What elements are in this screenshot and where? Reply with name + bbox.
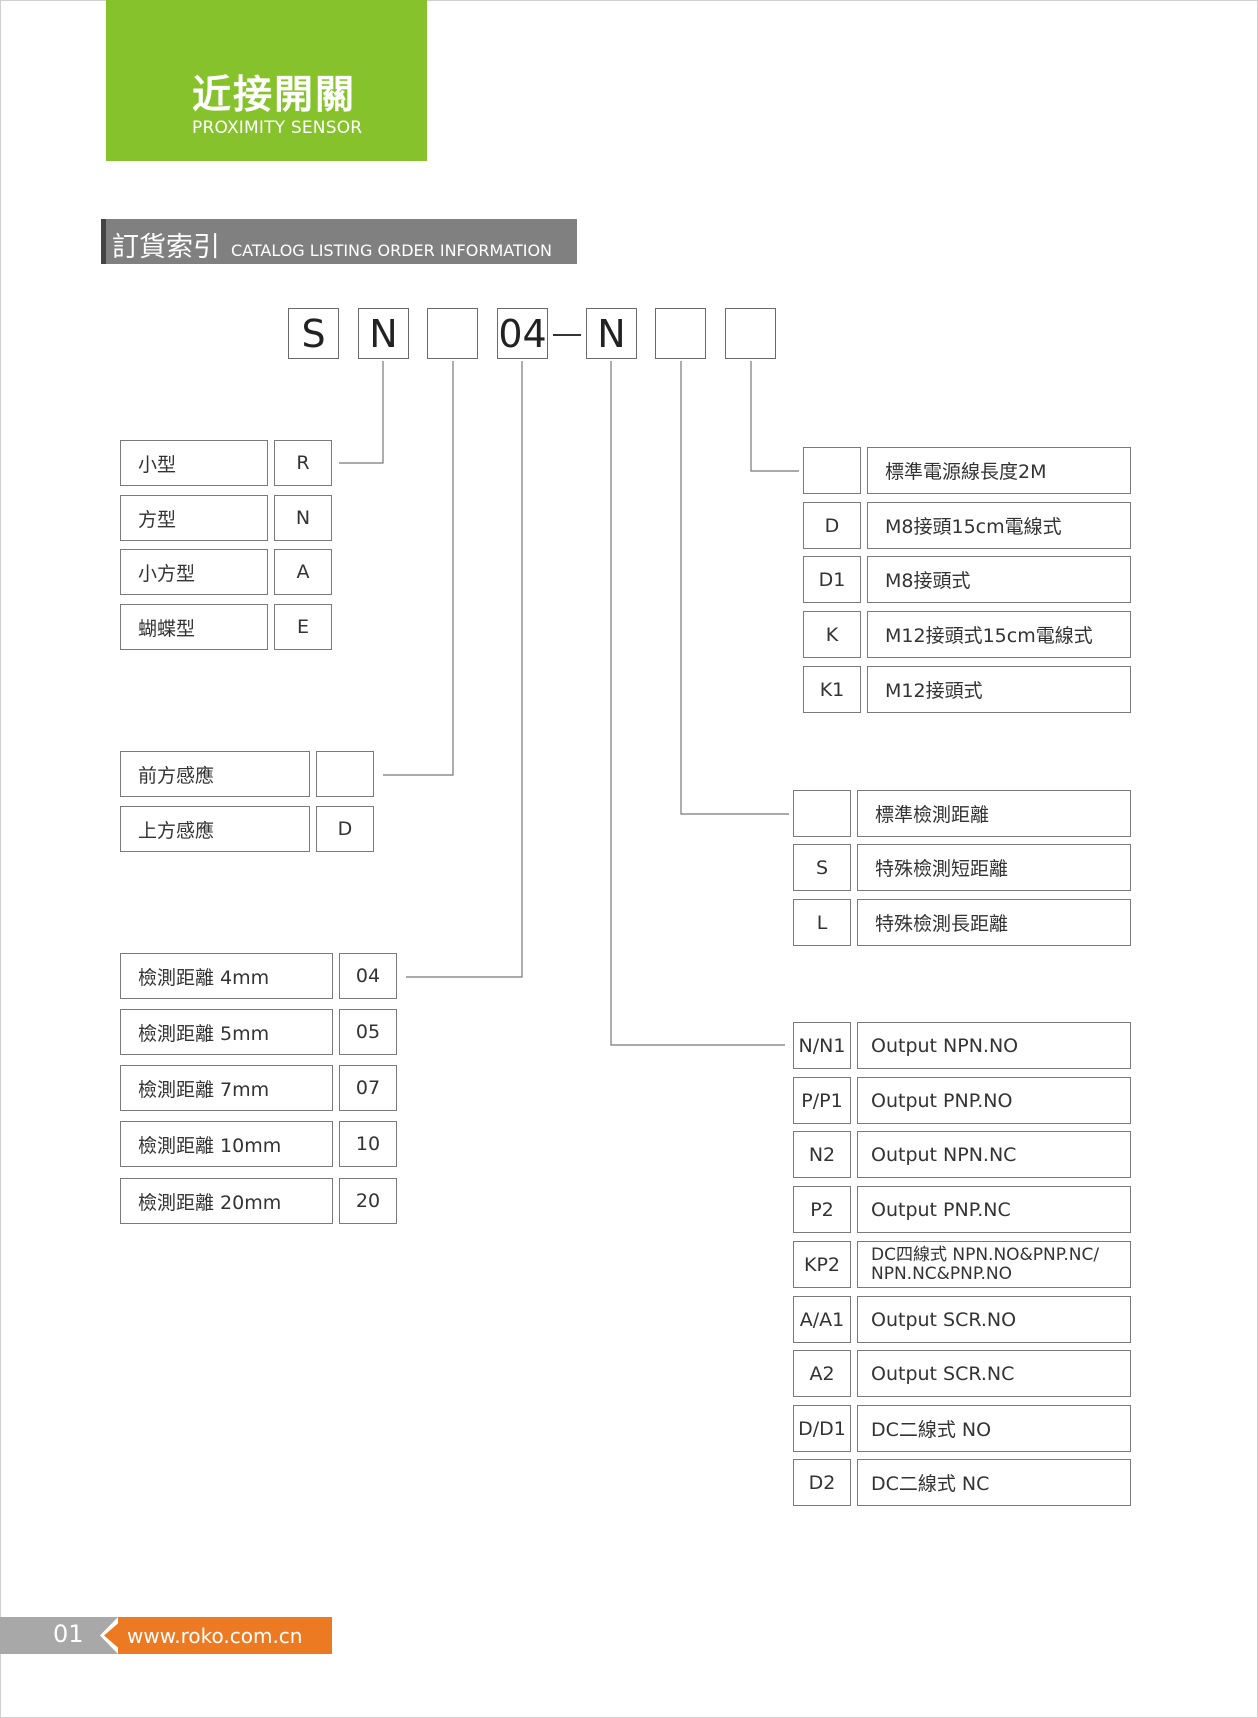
- code-dash: [553, 334, 581, 336]
- header-title-en: PROXIMITY SENSOR: [192, 118, 363, 138]
- code-box-sensing-face: [427, 308, 478, 359]
- detect-range-code: S: [793, 844, 851, 891]
- detect-range-label: 標準檢測距離: [857, 790, 1131, 837]
- header-title-zh: 近接開關: [192, 73, 357, 118]
- output-label: Output PNP.NC: [857, 1186, 1131, 1233]
- code-box-distance: 04: [497, 308, 548, 359]
- output-label: Output SCR.NO: [857, 1296, 1131, 1343]
- code-box-series: S: [288, 308, 339, 359]
- distance-code: 05: [339, 1009, 397, 1055]
- connection-label: M12接頭式: [867, 666, 1131, 713]
- code-box-output: N: [586, 308, 637, 359]
- connection-label: M12接頭式15cm電線式: [867, 611, 1131, 658]
- output-code: N2: [793, 1131, 851, 1178]
- sensing-face-code: [316, 751, 374, 797]
- sensing-face-label: 上方感應: [120, 806, 310, 852]
- output-code: P2: [793, 1186, 851, 1233]
- distance-label: 檢測距離 10mm: [120, 1121, 333, 1167]
- chevron-left-icon: [100, 1617, 122, 1654]
- distance-label: 檢測距離 5mm: [120, 1009, 333, 1055]
- code-box-detect-range: [655, 308, 706, 359]
- connection-code: K: [803, 611, 861, 658]
- output-code: A2: [793, 1350, 851, 1397]
- detect-range-code: [793, 790, 851, 837]
- shape-code: A: [274, 549, 332, 595]
- detect-range-label: 特殊檢測短距離: [857, 844, 1131, 891]
- distance-code: 20: [339, 1178, 397, 1224]
- code-box-connection: [725, 308, 776, 359]
- output-label: Output SCR.NC: [857, 1350, 1131, 1397]
- section-title-zh: 訂貨索引: [112, 232, 220, 263]
- output-code: N/N1: [793, 1022, 851, 1069]
- output-label: DC二線式 NO: [857, 1405, 1131, 1452]
- page-number: 01: [53, 1620, 84, 1648]
- output-code: D2: [793, 1459, 851, 1506]
- distance-label: 檢測距離 4mm: [120, 953, 333, 999]
- shape-code: E: [274, 604, 332, 650]
- distance-code: 07: [339, 1065, 397, 1111]
- output-label-kp2-line2: NPN.NC&PNP.NO: [871, 1263, 1013, 1284]
- connection-code: D: [803, 502, 861, 549]
- footer-page-badge: 01: [0, 1617, 118, 1654]
- output-code: P/P1: [793, 1077, 851, 1124]
- connection-code: K1: [803, 666, 861, 713]
- section-title-bar: 訂貨索引 CATALOG LISTING ORDER INFORMATION: [101, 219, 577, 264]
- output-code: D/D1: [793, 1405, 851, 1452]
- connection-code: D1: [803, 556, 861, 603]
- detect-range-code: L: [793, 899, 851, 946]
- sensing-face-label: 前方感應: [120, 751, 310, 797]
- distance-code: 04: [339, 953, 397, 999]
- distance-label: 檢測距離 7mm: [120, 1065, 333, 1111]
- section-title-en: CATALOG LISTING ORDER INFORMATION: [231, 241, 553, 260]
- sensing-face-code: D: [316, 806, 374, 852]
- code-box-shape: N: [358, 308, 409, 359]
- output-label: Output NPN.NO: [857, 1022, 1131, 1069]
- shape-label: 蝴蝶型: [120, 604, 268, 650]
- output-label: Output PNP.NO: [857, 1077, 1131, 1124]
- shape-label: 方型: [120, 495, 268, 541]
- connection-code: [803, 447, 861, 494]
- output-code: A/A1: [793, 1296, 851, 1343]
- output-label: Output NPN.NC: [857, 1131, 1131, 1178]
- distance-code: 10: [339, 1121, 397, 1167]
- connection-label: 標準電源線長度2M: [867, 447, 1131, 494]
- output-label: DC二線式 NC: [857, 1459, 1131, 1506]
- output-label-kp2-line1: DC四線式 NPN.NO&PNP.NC/: [871, 1244, 1100, 1265]
- distance-label: 檢測距離 20mm: [120, 1178, 333, 1224]
- shape-label: 小方型: [120, 549, 268, 595]
- shape-code: R: [274, 440, 332, 486]
- shape-code: N: [274, 495, 332, 541]
- footer-website-badge: www.roko.com.cn: [118, 1617, 332, 1654]
- shape-label: 小型: [120, 440, 268, 486]
- output-label-kp2: DC四線式 NPN.NO&PNP.NC/ NPN.NC&PNP.NO: [857, 1241, 1131, 1288]
- detect-range-label: 特殊檢測長距離: [857, 899, 1131, 946]
- output-code: KP2: [793, 1241, 851, 1288]
- connection-label: M8接頭15cm電線式: [867, 502, 1131, 549]
- website-link[interactable]: www.roko.com.cn: [127, 1624, 303, 1648]
- header-block: 近接開關 PROXIMITY SENSOR: [106, 0, 427, 161]
- connection-label: M8接頭式: [867, 556, 1131, 603]
